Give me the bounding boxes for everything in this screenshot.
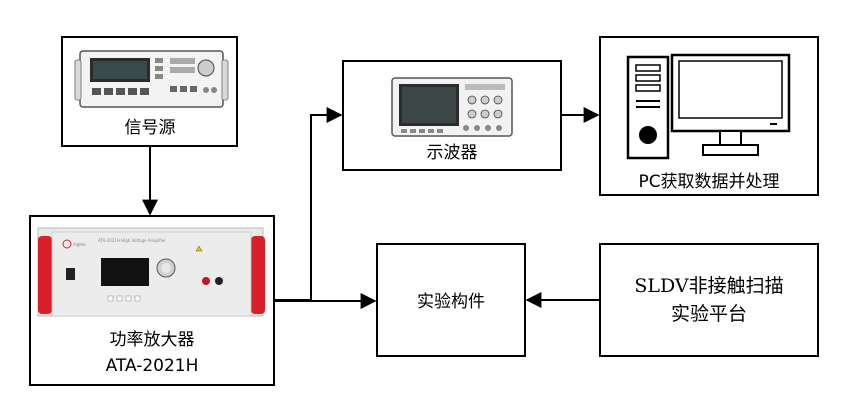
amplifier-node: Aigtek ATA-2021H High Voltage Amplifier … <box>29 215 275 386</box>
oscilloscope-label: 示波器 <box>427 143 478 163</box>
sldv-label-line1: SLDV非接触扫描 <box>634 275 783 297</box>
amplifier-brand: Aigtek <box>73 242 86 247</box>
arrow-amplifier-to-oscilloscope <box>275 107 343 301</box>
oscilloscope-node: 示波器 <box>342 60 562 171</box>
computer-icon <box>626 53 791 160</box>
oscilloscope-image <box>391 77 513 137</box>
connectors <box>142 107 600 309</box>
amplifier-label-line1: 功率放大器 <box>110 330 195 350</box>
signal-source-node: 信号源 <box>61 36 238 147</box>
specimen-label: 实验构件 <box>417 292 485 312</box>
sldv-label-line2: 实验平台 <box>671 303 747 325</box>
pc-node: PC获取数据并处理 <box>599 36 819 196</box>
specimen-node: 实验构件 <box>376 243 526 357</box>
pc-label: PC获取数据并处理 <box>638 172 779 192</box>
signal-source-label: 信号源 <box>125 118 176 138</box>
amplifier-image: Aigtek ATA-2021H High Voltage Amplifier <box>37 227 265 317</box>
sldv-node: SLDV非接触扫描 实验平台 <box>599 243 819 357</box>
signal-generator-image <box>74 50 229 108</box>
amplifier-label-line2: ATA-2021H <box>106 356 199 376</box>
amplifier-panel-text: ATA-2021H High Voltage Amplifier <box>98 238 166 243</box>
